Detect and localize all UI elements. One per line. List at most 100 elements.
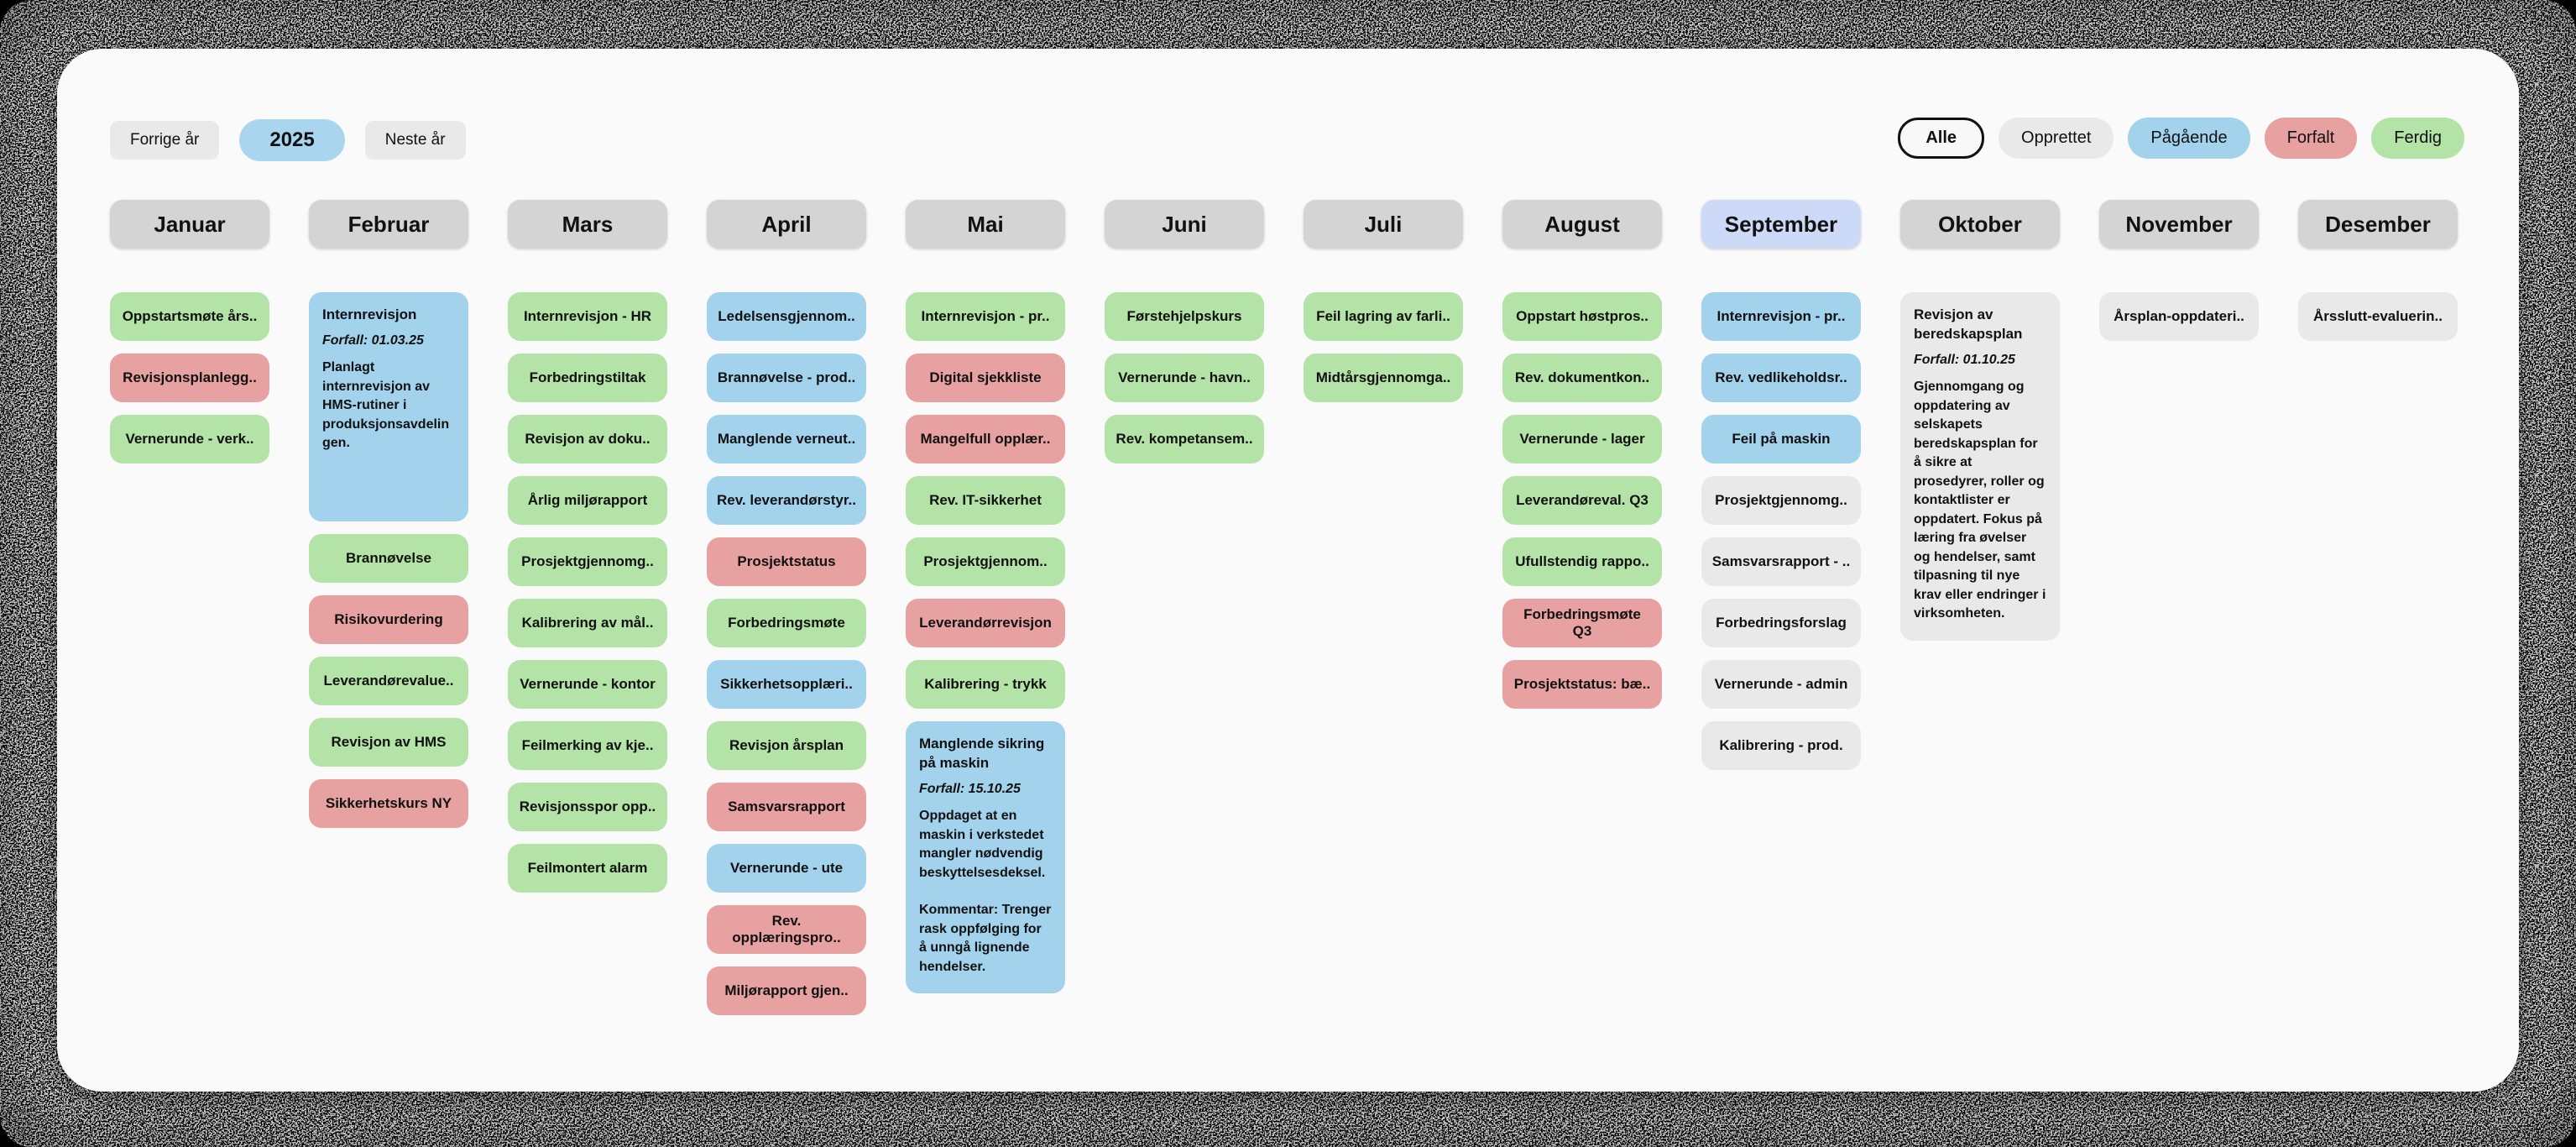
task-card[interactable]: Internrevisjon - HR	[508, 292, 667, 341]
task-card[interactable]: Feilmontert alarm	[508, 844, 667, 893]
task-card[interactable]: Forbedringsforslag	[1701, 599, 1861, 647]
task-card[interactable]: Digital sjekkliste	[906, 354, 1065, 402]
task-card[interactable]: Kalibrering - prod.	[1701, 721, 1861, 770]
task-card[interactable]: Oppstartsmøte års..	[110, 292, 269, 341]
task-title: Internrevisjon	[322, 306, 417, 322]
month-column: Februar Internrevisjon Forfall: 01.03.25…	[309, 200, 468, 1015]
task-card[interactable]: Vernerunde - admin	[1701, 660, 1861, 709]
task-due-date: Forfall: 01.03.25	[322, 333, 424, 348]
status-filter-bar: Alle Opprettet Pågående Forfalt Ferdig	[1898, 118, 2464, 159]
task-card[interactable]: Sikkerhetskurs NY	[309, 779, 468, 828]
task-card-expanded[interactable]: Manglende sikring på maskin Forfall: 15.…	[906, 721, 1065, 993]
month-header-mai[interactable]: Mai	[906, 200, 1065, 249]
task-card[interactable]: Miljørapport gjen..	[707, 966, 866, 1015]
task-card[interactable]: Revisjon årsplan	[707, 721, 866, 770]
task-card[interactable]: Årsslutt-evaluerin..	[2298, 292, 2458, 341]
task-card[interactable]: Feil på maskin	[1701, 415, 1861, 464]
month-header-mars[interactable]: Mars	[508, 200, 667, 249]
task-card[interactable]: Internrevisjon - pr..	[1701, 292, 1861, 341]
task-card[interactable]: Ledelsensgjennom..	[707, 292, 866, 341]
month-column: April Ledelsensgjennom.. Brannøvelse - p…	[707, 200, 866, 1015]
task-card[interactable]: Vernerunde - ute	[707, 844, 866, 893]
task-card[interactable]: Brannøvelse	[309, 534, 468, 583]
task-title: Manglende sikring på maskin	[919, 736, 1045, 771]
task-card[interactable]: Kalibrering - trykk	[906, 660, 1065, 709]
task-card[interactable]: Risikovurdering	[309, 595, 468, 644]
month-header-april[interactable]: April	[707, 200, 866, 249]
task-card[interactable]: Vernerunde - verk..	[110, 415, 269, 464]
task-card[interactable]: Vernerunde - kontor	[508, 660, 667, 709]
task-card[interactable]: Kalibrering av mål..	[508, 599, 667, 647]
task-card[interactable]: Sikkerhetsopplæri..	[707, 660, 866, 709]
prev-year-button[interactable]: Forrige år	[110, 121, 220, 160]
filter-alle-button[interactable]: Alle	[1898, 118, 1985, 159]
task-card[interactable]: Rev. opplæringspro..	[707, 905, 866, 954]
task-card[interactable]: Prosjektgjennomg..	[1701, 476, 1861, 525]
task-card[interactable]: Rev. leverandørstyr..	[707, 476, 866, 525]
task-card-expanded[interactable]: Revisjon av beredskapsplan Forfall: 01.1…	[1900, 292, 2060, 641]
task-card[interactable]: Prosjektstatus	[707, 537, 866, 586]
task-card[interactable]: Feilmerking av kje..	[508, 721, 667, 770]
task-card[interactable]: Vernerunde - havn..	[1105, 354, 1264, 402]
month-cards: Internrevisjon - pr.. Rev. vedlikeholdsr…	[1701, 292, 1861, 770]
task-card[interactable]: Prosjektgjennom..	[906, 537, 1065, 586]
filter-opprettet-button[interactable]: Opprettet	[1999, 118, 2114, 159]
task-card[interactable]: Prosjektgjennomg..	[508, 537, 667, 586]
month-header-oktober[interactable]: Oktober	[1900, 200, 2060, 249]
task-card[interactable]: Leverandøreval. Q3	[1502, 476, 1662, 525]
task-card[interactable]: Samsvarsrapport - ..	[1701, 537, 1861, 586]
task-card[interactable]: Revisjon av HMS	[309, 718, 468, 767]
task-card[interactable]: Prosjektstatus: bæ..	[1502, 660, 1662, 709]
task-card[interactable]: Oppstart høstpros..	[1502, 292, 1662, 341]
month-header-september[interactable]: September	[1701, 200, 1861, 249]
task-card[interactable]: Forbedringsmøte	[707, 599, 866, 647]
filter-pagaende-button[interactable]: Pågående	[2128, 118, 2250, 159]
month-header-januar[interactable]: Januar	[110, 200, 269, 249]
filter-ferdig-button[interactable]: Ferdig	[2371, 118, 2464, 159]
month-header-august[interactable]: August	[1502, 200, 1662, 249]
task-card[interactable]: Rev. dokumentkon..	[1502, 354, 1662, 402]
month-cards: Ledelsensgjennom.. Brannøvelse - prod.. …	[707, 292, 866, 1015]
task-card[interactable]: Rev. vedlikeholdsr..	[1701, 354, 1861, 402]
month-header-november[interactable]: November	[2099, 200, 2259, 249]
month-label: November	[2125, 211, 2233, 237]
task-card-expanded[interactable]: Internrevisjon Forfall: 01.03.25 Planlag…	[309, 292, 468, 521]
month-cards: Revisjon av beredskapsplan Forfall: 01.1…	[1900, 292, 2060, 641]
task-card[interactable]: Revisjon av doku..	[508, 415, 667, 464]
task-card[interactable]: Vernerunde - lager	[1502, 415, 1662, 464]
month-header-juli[interactable]: Juli	[1304, 200, 1463, 249]
task-card[interactable]: Årlig miljørapport	[508, 476, 667, 525]
month-cards: Årsslutt-evaluerin..	[2298, 292, 2458, 341]
task-card[interactable]: Brannøvelse - prod..	[707, 354, 866, 402]
task-card[interactable]: Samsvarsrapport	[707, 783, 866, 831]
month-column: Juni Førstehjelpskurs Vernerunde - havn.…	[1105, 200, 1264, 1015]
task-card[interactable]: Midtårsgjennomga..	[1304, 354, 1463, 402]
task-card[interactable]: Rev. kompetansem..	[1105, 415, 1264, 464]
task-card[interactable]: Manglende verneut..	[707, 415, 866, 464]
month-label: Januar	[154, 211, 226, 237]
month-header-desember[interactable]: Desember	[2298, 200, 2458, 249]
task-due-date: Forfall: 01.10.25	[1914, 353, 2015, 367]
task-card[interactable]: Årsplan-oppdateri..	[2099, 292, 2259, 341]
month-header-juni[interactable]: Juni	[1105, 200, 1264, 249]
task-card[interactable]: Førstehjelpskurs	[1105, 292, 1264, 341]
task-card[interactable]: Forbedringstiltak	[508, 354, 667, 402]
task-card[interactable]: Mangelfull opplær..	[906, 415, 1065, 464]
month-label: Februar	[347, 211, 430, 237]
task-card[interactable]: Internrevisjon - pr..	[906, 292, 1065, 341]
next-year-button[interactable]: Neste år	[364, 121, 466, 160]
task-card[interactable]: Ufullstendig rappo..	[1502, 537, 1662, 586]
filter-forfalt-button[interactable]: Forfalt	[2264, 118, 2358, 159]
month-board: Januar Oppstartsmøte års.. Revisjonsplan…	[110, 200, 2458, 1015]
month-column: Mai Internrevisjon - pr.. Digital sjekkl…	[906, 200, 1065, 1015]
task-card[interactable]: Rev. IT-sikkerhet	[906, 476, 1065, 525]
task-due-date: Forfall: 15.10.25	[919, 782, 1021, 796]
task-card[interactable]: Leverandørrevisjon	[906, 599, 1065, 647]
task-card[interactable]: Forbedringsmøte Q3	[1502, 599, 1662, 647]
task-card[interactable]: Leverandørevalue..	[309, 657, 468, 705]
current-year-button[interactable]: 2025	[239, 119, 345, 161]
task-card[interactable]: Feil lagring av farli..	[1304, 292, 1463, 341]
month-header-februar[interactable]: Februar	[309, 200, 468, 249]
task-card[interactable]: Revisjonsspor opp..	[508, 783, 667, 831]
task-card[interactable]: Revisjonsplanlegg..	[110, 354, 269, 402]
